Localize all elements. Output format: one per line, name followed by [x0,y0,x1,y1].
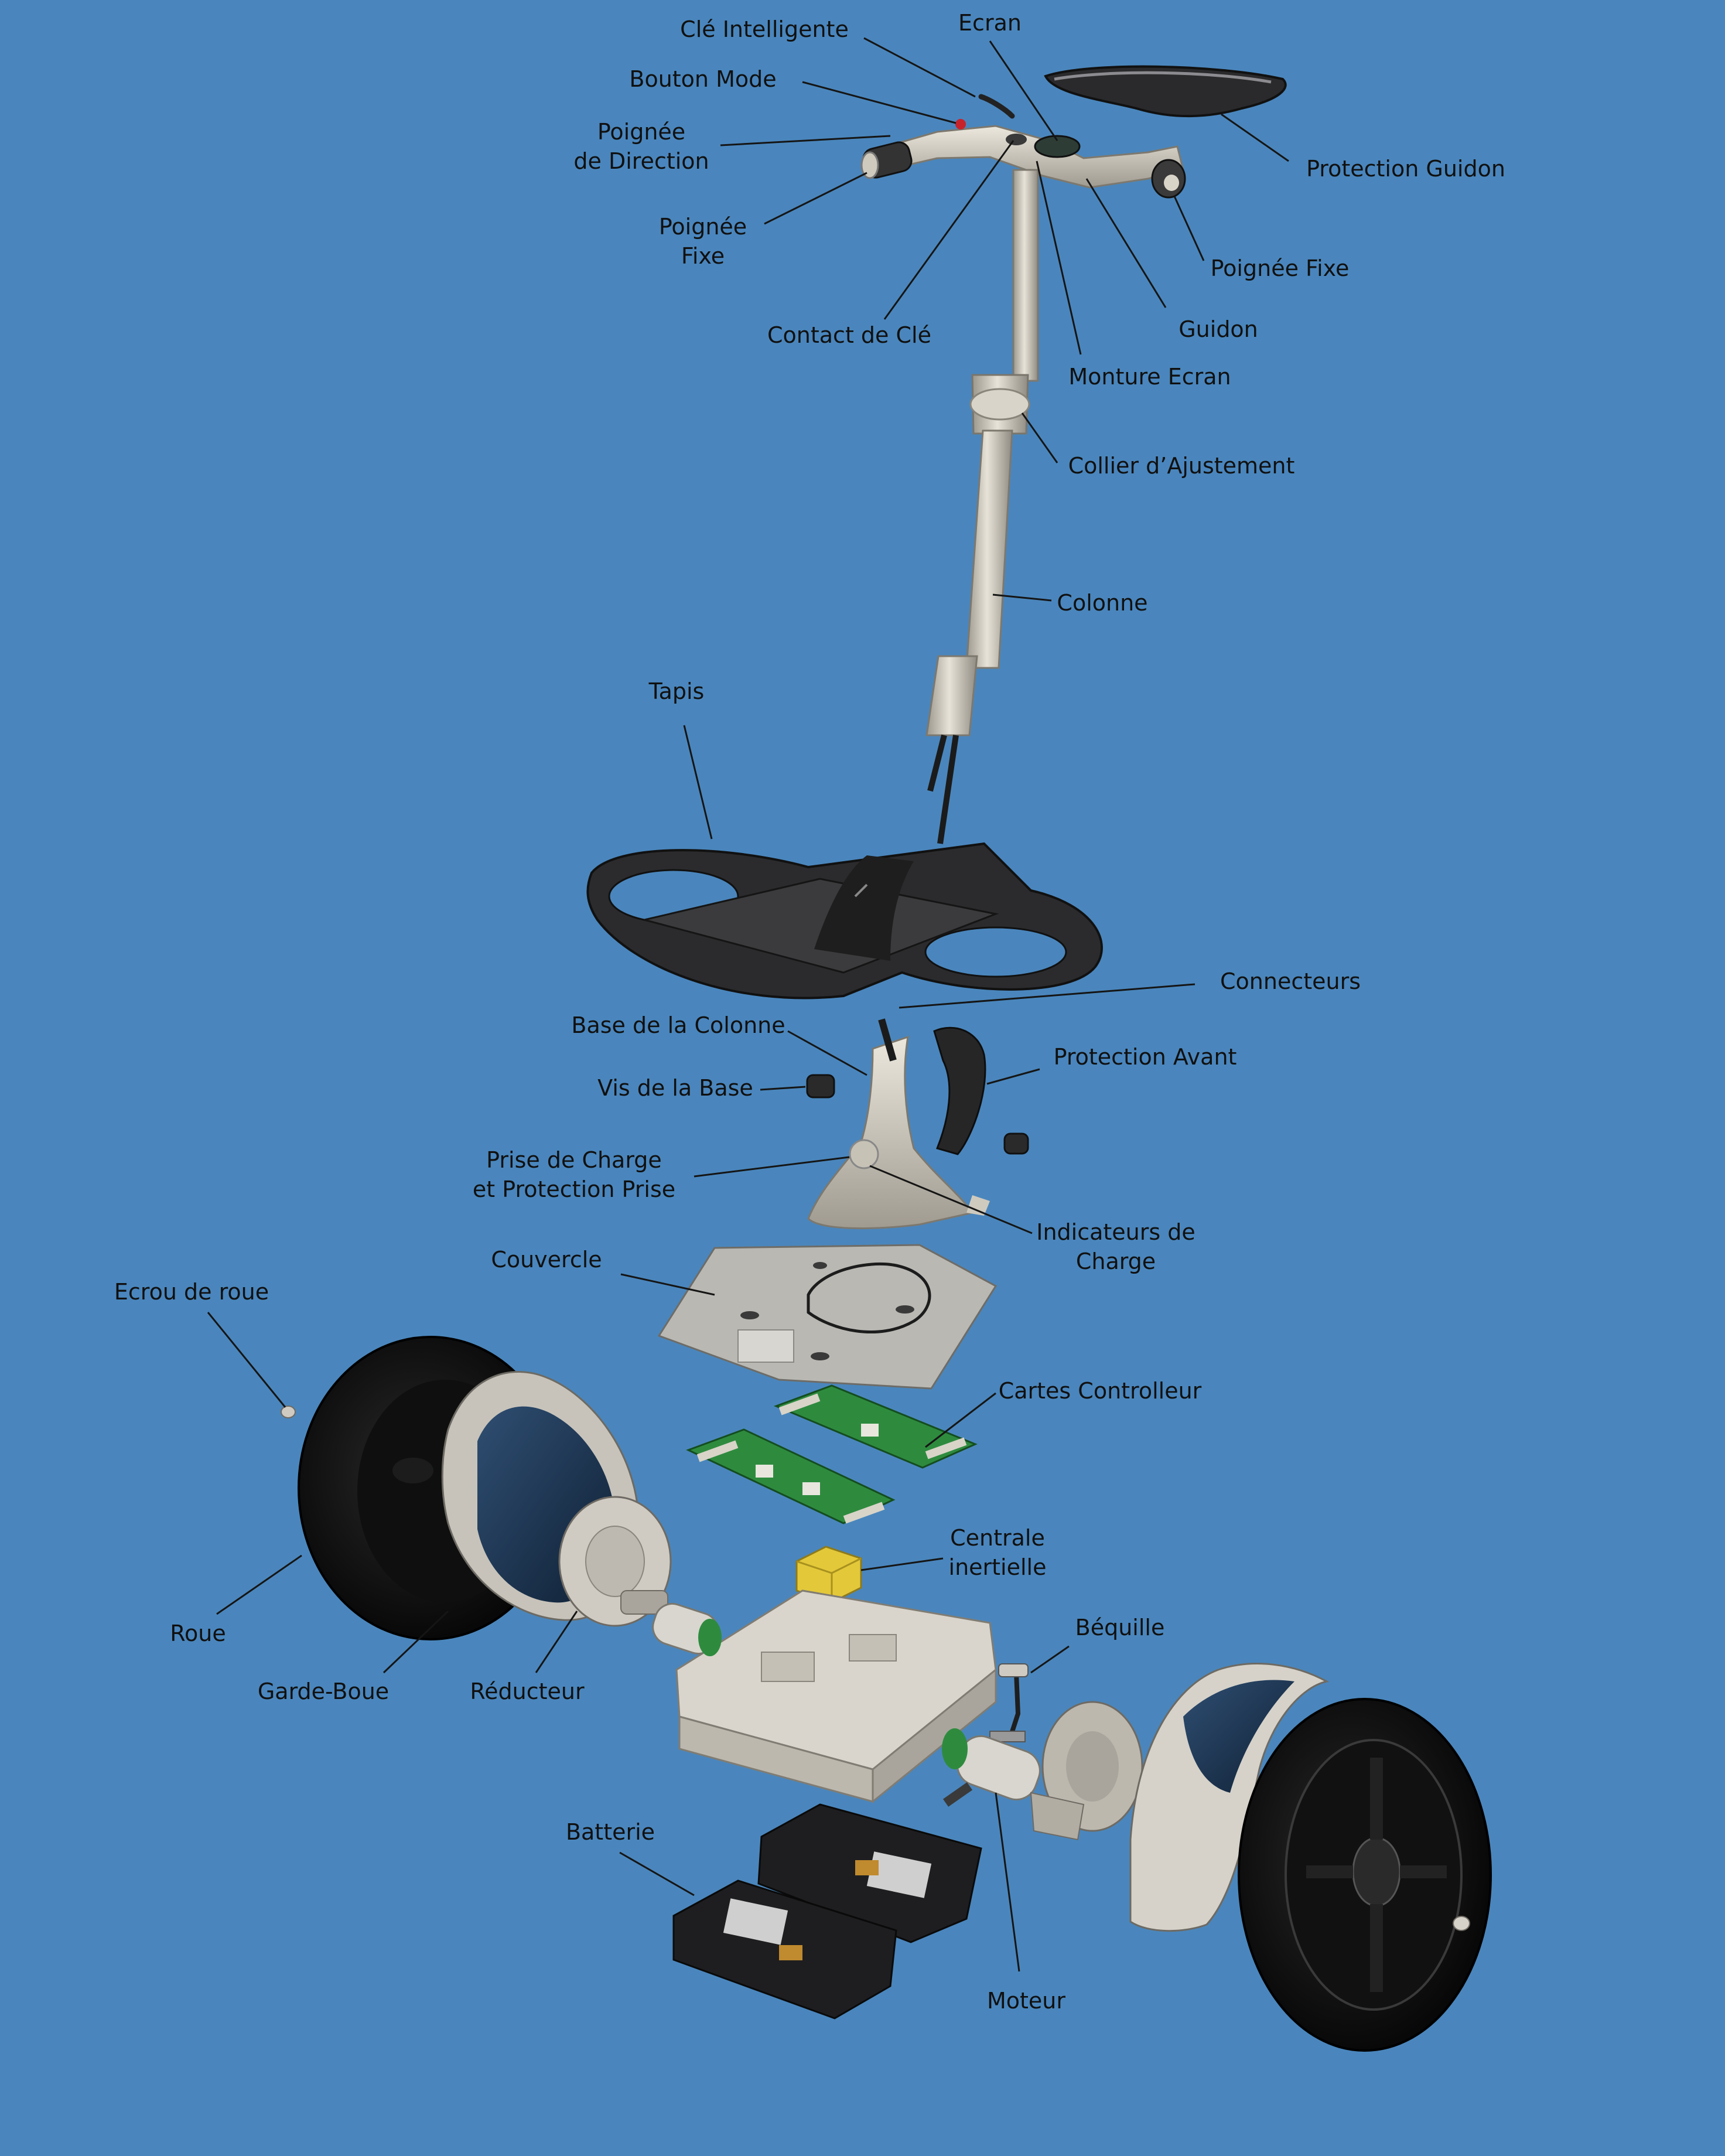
leader-base-colonne [787,1030,867,1076]
label-colonne: Colonne [1057,590,1148,616]
leader-ecrou-roue [207,1312,286,1408]
leader-bouton-mode [802,81,957,124]
label-garde-boue: Garde-Boue [257,1679,390,1704]
right-reducer-part [1030,1701,1143,1841]
label-collier-ajustement: Collier d’Ajustement [1068,453,1295,479]
label-ecrou-roue: Ecrou de roue [114,1279,269,1305]
label-poignee-direction: Poignée de Direction [573,119,709,174]
leader-contact-cle [883,140,1014,320]
label-indicateurs-charge: Indicateurs de Charge [1036,1219,1195,1274]
leader-poignee-direction [720,135,891,146]
leader-vis-base [760,1086,806,1091]
label-poignee-fixe-left: Poignée Fixe [658,214,747,269]
label-bouton-mode: Bouton Mode [629,66,777,92]
leader-batterie [619,1851,695,1896]
label-batterie: Batterie [565,1819,655,1845]
label-moteur: Moteur [986,1988,1066,2014]
label-base-colonne: Base de la Colonne [571,1012,785,1038]
left-motor-part [652,1603,722,1656]
label-monture-ecran: Monture Ecran [1068,364,1231,390]
label-protection-guidon: Protection Guidon [1306,156,1505,182]
label-centrale-inertielle: Centrale inertielle [948,1525,1047,1580]
label-guidon: Guidon [1179,316,1258,342]
leader-guidon [1085,178,1167,308]
label-connecteurs: Connecteurs [1220,968,1361,994]
mode-button-part [955,119,966,129]
label-cartes-controlleur: Cartes Controlleur [998,1378,1202,1404]
battery-part [672,1803,982,2019]
label-protection-avant: Protection Avant [1053,1044,1237,1070]
leader-cartes [925,1392,996,1448]
label-ecran: Ecran [958,10,1022,36]
kickstand-part [989,1663,1029,1742]
leader-cle-intelligente [863,37,976,98]
leader-garde-boue [382,1610,449,1674]
wheel-nut-part [281,1406,296,1418]
leader-poignee-fixe-left [764,172,867,225]
leader-monture-ecran [1036,161,1082,355]
leader-protection-avant [986,1068,1040,1085]
smart-key-part [978,94,1015,119]
leader-connecteurs [899,983,1195,1009]
chassis-part [675,1589,997,1804]
right-wheel-part [1238,1698,1492,2052]
right-motor-part [942,1728,1041,1807]
controller-boards-part [686,1384,978,1524]
base-screw-part [806,1074,835,1099]
adjust-collar-part [969,388,1030,421]
leader-collier [1021,412,1058,463]
leader-indicateurs-charge [869,1165,1033,1234]
handlebar-part [860,119,1186,199]
handlebar-guard-part [1044,65,1287,118]
column-part [925,169,1039,844]
leader-ecran [989,40,1058,141]
column-base-part [806,1018,1029,1230]
label-couvercle: Couvercle [491,1247,602,1273]
right-fender-part [1129,1663,1330,1932]
leader-roue [216,1554,302,1615]
cover-part [657,1244,998,1390]
leader-colonne [992,593,1052,602]
label-reducteur: Réducteur [470,1679,585,1704]
leader-poignee-fixe-right [1173,196,1205,261]
label-roue: Roue [170,1621,226,1646]
screen-part [1034,135,1081,158]
leader-bequille [1030,1645,1070,1674]
leader-centrale [860,1557,944,1571]
label-vis-base: Vis de la Base [597,1075,753,1101]
leader-lines [207,37,1289,1972]
leader-tapis [683,725,713,840]
leader-moteur [995,1792,1020,1972]
leader-protection-guidon [1221,113,1289,162]
left-reducer-part [558,1496,672,1627]
mat-part [586,842,1103,999]
label-cle-intelligente: Clé Intelligente [680,16,849,42]
label-bequille: Béquille [1075,1615,1165,1640]
label-poignee-fixe-right: Poignée Fixe [1210,255,1350,281]
leader-couvercle [620,1273,715,1296]
leader-reducteur [535,1611,578,1673]
label-tapis: Tapis [648,678,705,704]
front-guard-part [933,1026,986,1155]
imu-part [795,1546,862,1604]
leader-prise-charge [694,1156,850,1178]
label-contact-de-cle: Contact de Clé [767,322,931,348]
label-prise-charge: Prise de Charge et Protection Prise [472,1147,676,1202]
